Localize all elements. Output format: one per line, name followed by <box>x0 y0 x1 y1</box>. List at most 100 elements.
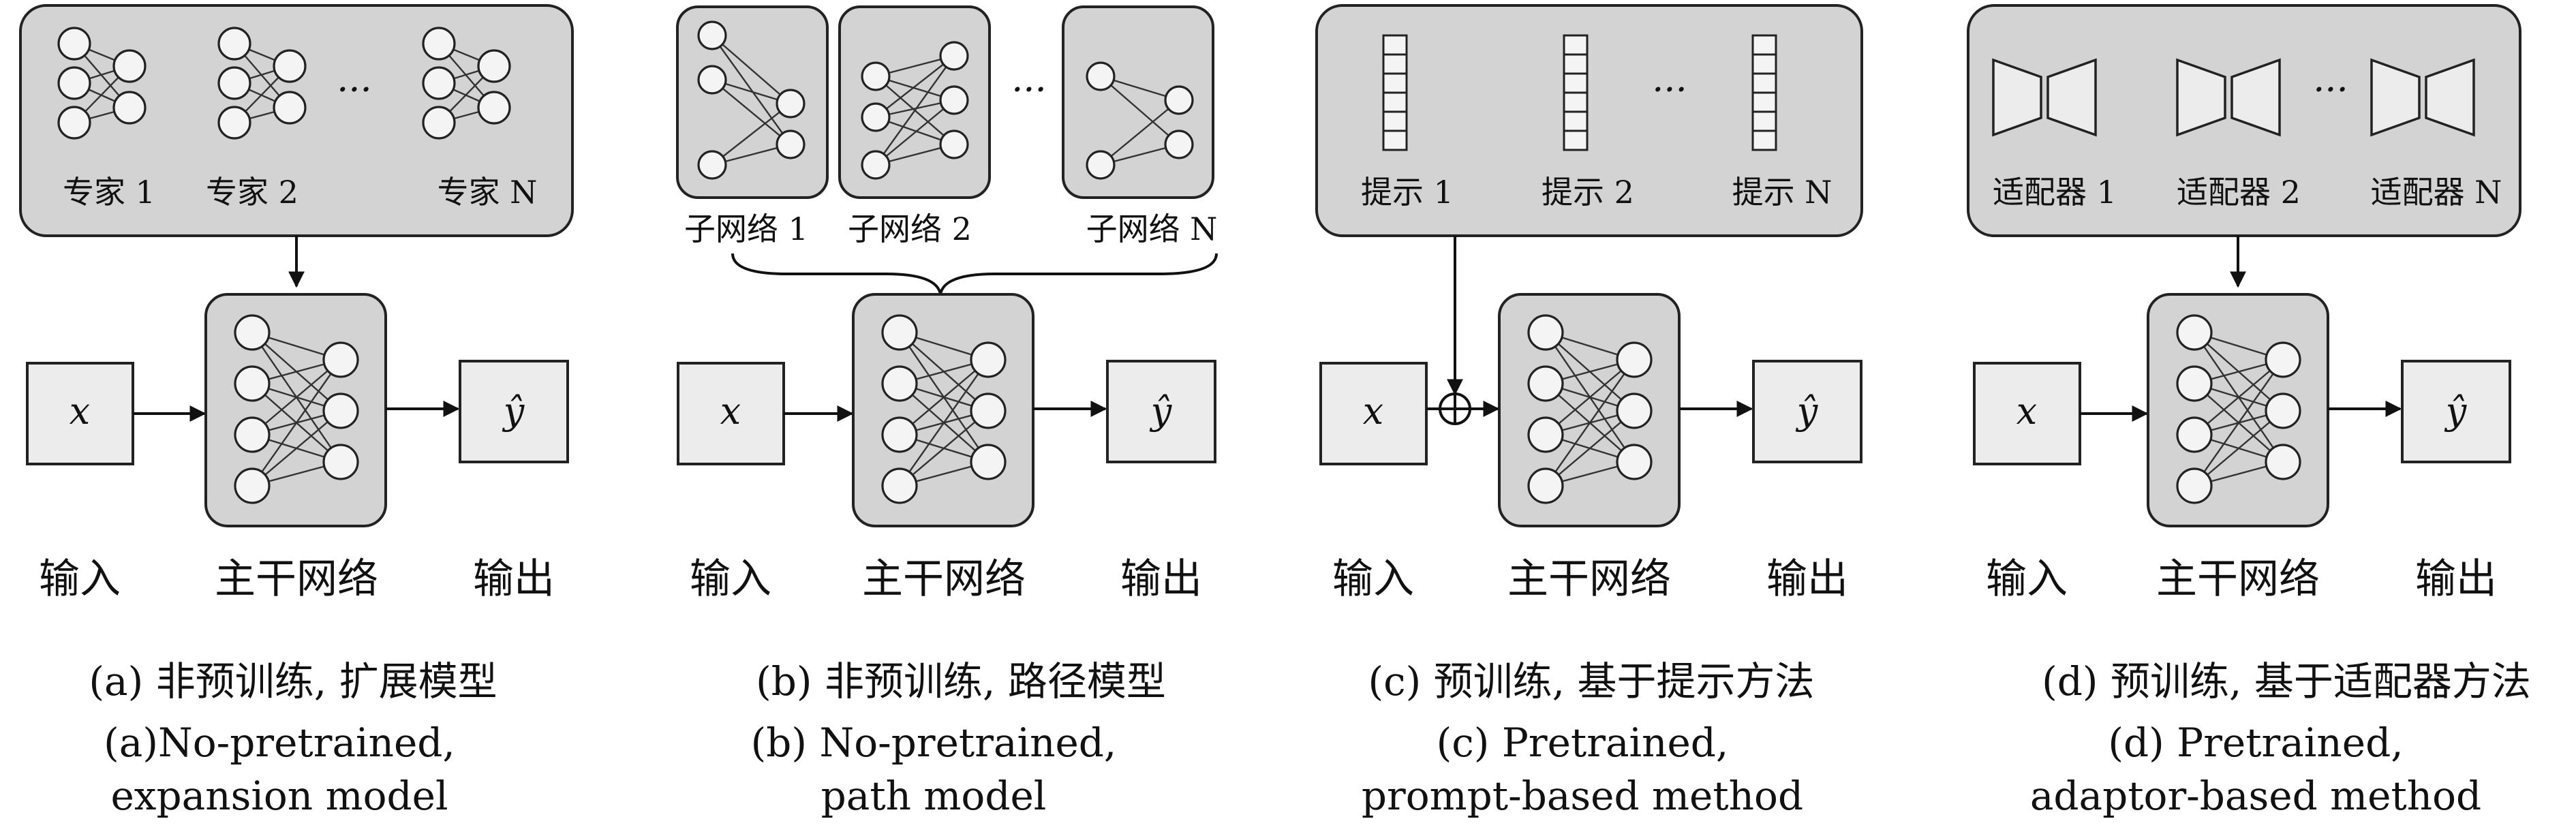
adaptor-n-icon <box>2370 58 2475 137</box>
neuron-node <box>697 65 727 95</box>
adaptor-down-projection <box>2176 58 2226 137</box>
caption-zh: (d) 预训练, 基于适配器方法 <box>2042 658 2531 705</box>
prompt-cell <box>1382 91 1408 113</box>
neuron-node <box>2265 341 2301 378</box>
prompt-cell <box>1751 91 1777 113</box>
input-box <box>1973 362 2081 465</box>
panel-d: ··· 适配器 1 适配器 2 适配器 N x ŷ 输入 主干网络 输出 (d)… <box>1967 4 2531 819</box>
input-label: 输入 <box>39 555 121 603</box>
caption-zh: (b) 非预训练, 路径模型 <box>756 658 1166 705</box>
neuron-node <box>273 91 307 125</box>
network-edge <box>251 359 341 435</box>
neuron-node <box>57 66 91 100</box>
expert-1-network <box>57 27 147 140</box>
network-edge <box>1545 359 1635 486</box>
backbone-label: 主干网络 <box>862 555 1026 603</box>
output-label: 输出 <box>473 555 555 603</box>
neuron-node <box>234 467 271 504</box>
adaptor-n-label: 适配器 N <box>2371 174 2502 211</box>
output-box <box>2401 360 2511 463</box>
prompt-cell <box>1382 72 1408 94</box>
neuron-node <box>273 49 307 83</box>
combining-brace <box>731 253 1218 295</box>
network-edge <box>899 410 989 486</box>
network-edge <box>1545 410 1635 486</box>
neuron-node <box>2176 416 2213 453</box>
network-edge <box>1545 359 1635 435</box>
neuron-node <box>697 20 727 50</box>
neuron-node <box>881 314 918 351</box>
neuron-node <box>776 89 806 119</box>
neuron-node <box>697 150 727 180</box>
network-edge <box>875 55 955 118</box>
adaptor-1-label: 适配器 1 <box>1993 174 2117 211</box>
backbone-label: 主干网络 <box>2156 555 2320 603</box>
subnetwork-n-network <box>1086 61 1194 180</box>
subnetwork-2-network <box>861 41 969 180</box>
panel-c: ··· 提示 1 提示 2 提示 N x ŷ 输入 主干网络 输出 (c) 预训… <box>1315 4 1863 819</box>
output-box <box>1752 360 1862 463</box>
neuron-node <box>234 314 271 351</box>
neuron-node <box>1164 85 1194 115</box>
prompt-cell <box>1751 34 1777 56</box>
neuron-node <box>57 106 91 140</box>
prompt-cell <box>1563 53 1589 75</box>
neuron-node <box>776 129 806 159</box>
neuron-node <box>1616 444 1653 480</box>
neuron-node <box>422 66 456 100</box>
neuron-node <box>861 150 891 180</box>
caption-en-line1: (d) Pretrained, <box>2108 720 2403 766</box>
caption-en-line2: expansion model <box>110 773 448 819</box>
expert-1-label: 专家 1 <box>63 174 155 211</box>
prompt-n-vector <box>1751 34 1777 151</box>
neuron-node <box>422 106 456 140</box>
output-symbol: ŷ <box>1796 390 1819 433</box>
ellipsis: ··· <box>337 68 372 111</box>
neuron-node <box>1527 467 1564 504</box>
neuron-node <box>939 41 969 71</box>
subnetwork-1-label: 子网络 1 <box>684 211 808 247</box>
prompt-n-label: 提示 N <box>1732 174 1833 211</box>
input-symbol: x <box>2017 390 2037 433</box>
neuron-node <box>2176 365 2213 402</box>
adaptor-down-projection <box>2370 58 2421 137</box>
prompt-2-vector <box>1563 34 1589 151</box>
input-label: 输入 <box>1332 555 1414 603</box>
panel-b: ··· 子网络 1 子网络 2 子网络 N x ŷ 输入 主干网络 输出 (b)… <box>676 5 1218 819</box>
neuron-node <box>2265 444 2301 480</box>
neuron-node <box>861 61 891 91</box>
network-edge <box>251 359 341 486</box>
prompts-container <box>1315 4 1863 237</box>
prompt-cell <box>1751 129 1777 151</box>
prompt-cell <box>1563 110 1589 132</box>
ellipsis: ··· <box>1652 68 1687 111</box>
caption-en-line2: adaptor-based method <box>2030 773 2481 819</box>
panel-a: ··· 专家 1 专家 2 专家 N x ŷ 输入 主干网络 输出 (a) 非预… <box>19 4 574 819</box>
prompt-cell <box>1563 72 1589 94</box>
input-label: 输入 <box>690 555 771 603</box>
network-edge <box>899 359 989 486</box>
network-edge <box>1100 76 1180 145</box>
adaptor-1-icon <box>1992 58 2097 137</box>
subnetwork-n-label: 子网络 N <box>1086 211 1218 247</box>
adaptor-up-projection <box>2425 58 2475 137</box>
neuron-node <box>861 102 891 132</box>
network-edge <box>1100 99 1180 166</box>
backbone-label: 主干网络 <box>1507 555 1671 603</box>
neuron-node <box>112 91 147 125</box>
prompt-cell <box>1382 34 1408 56</box>
adaptor-up-projection <box>2046 58 2097 137</box>
neuron-node <box>322 341 359 378</box>
output-box <box>459 360 569 463</box>
network-edge <box>2194 410 2284 486</box>
neuron-node <box>112 49 147 83</box>
neuron-node <box>970 341 1007 378</box>
neuron-node <box>2176 314 2213 351</box>
neuron-node <box>1164 129 1194 159</box>
neuron-node <box>2176 467 2213 504</box>
prompt-1-vector <box>1382 34 1408 151</box>
prompt-cell <box>1751 72 1777 94</box>
neuron-node <box>1086 61 1116 91</box>
output-box <box>1106 360 1216 463</box>
neuron-node <box>322 392 359 429</box>
